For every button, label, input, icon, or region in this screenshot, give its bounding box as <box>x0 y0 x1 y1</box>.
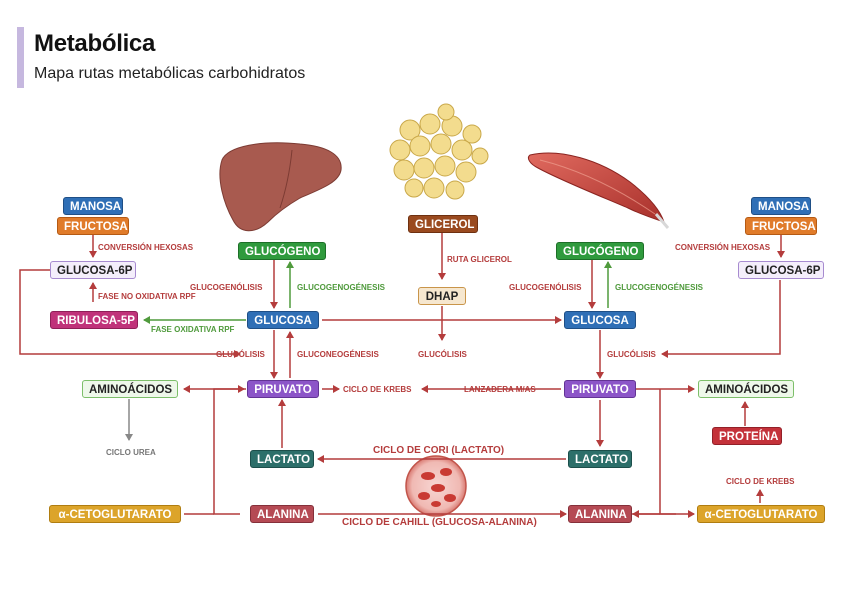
arrow-glucosa6p-glucolisis-right <box>661 280 781 358</box>
label-glucogenogenesis-right: GLUCOGENOGÉNESIS <box>615 283 704 292</box>
node-ribulosa5p: RIBULOSA-5P <box>50 311 138 329</box>
label-lanzadera: LANZADERA M/AS <box>464 385 536 394</box>
label-fase-no-oxidativa: FASE NO OXIDATIVA RPF <box>98 292 196 301</box>
label-ciclo-cori: CICLO DE CORI (LACTATO) <box>373 445 505 456</box>
label-ciclo-krebs-right: CICLO DE KREBS <box>726 477 795 486</box>
label-ciclo-urea: CICLO UREA <box>106 448 156 457</box>
node-aminoacidos-left: AMINOÁCIDOS <box>82 380 178 398</box>
node-manosa-right: MANOSA <box>751 197 811 215</box>
node-piruvato-left: PIRUVATO <box>247 380 319 398</box>
label-ciclo-krebs-center: CICLO DE KREBS <box>343 385 412 394</box>
label-ruta-glicerol: RUTA GLICEROL <box>447 255 512 264</box>
node-lactato-right: LACTATO <box>568 450 632 468</box>
title-accent-bar <box>17 27 24 88</box>
node-glucosa6p-right: GLUCOSA-6P <box>738 261 824 279</box>
node-aminoacidos-right: AMINOÁCIDOS <box>698 380 794 398</box>
node-alanina-left: ALANINA <box>250 505 314 523</box>
label-glucolisis-left: GLUCÓLISIS <box>216 350 265 359</box>
node-glucogeno-right: GLUCÓGENO <box>556 242 644 260</box>
blood-cells-icon <box>405 455 467 517</box>
label-conversion-hexosas-right: CONVERSIÓN HEXOSAS <box>675 243 771 252</box>
page-title: Metabólica <box>34 30 156 57</box>
label-glucolisis-center: GLUCÓLISIS <box>418 350 467 359</box>
arrow-glucosa6p-glucolisis-left <box>19 269 241 358</box>
adipose-tissue-icon <box>389 103 489 200</box>
muscle-icon <box>527 152 670 229</box>
page-subtitle: Mapa rutas metabólicas carbohidratos <box>34 65 306 82</box>
arrow-alanina-piruvato-left <box>213 385 245 515</box>
node-fructosa-left: FRUCTOSA <box>57 217 129 235</box>
label-glucolisis-right: GLUCÓLISIS <box>607 350 656 359</box>
label-glucogenolisis-left: GLUCOGENÓLISIS <box>190 283 263 292</box>
node-proteina: PROTEÍNA <box>712 427 782 445</box>
node-dhap: DHAP <box>418 287 466 305</box>
label-glucogenogenesis-left: GLUCOGENOGÉNESIS <box>297 283 386 292</box>
node-cetoglutarato-right: α-CETOGLUTARATO <box>697 505 825 523</box>
label-fase-oxidativa: FASE OXIDATIVA RPF <box>151 325 235 334</box>
node-glucosa6p-left: GLUCOSA-6P <box>50 261 136 279</box>
label-glucogenolisis-right: GLUCOGENÓLISIS <box>509 283 582 292</box>
liver-icon <box>219 142 342 232</box>
node-cetoglutarato-left: α-CETOGLUTARATO <box>49 505 181 523</box>
node-glucosa-left: GLUCOSA <box>247 311 319 329</box>
node-piruvato-right: PIRUVATO <box>564 380 636 398</box>
node-glicerol: GLICEROL <box>408 215 478 233</box>
node-glucogeno-left: GLUCÓGENO <box>238 242 326 260</box>
label-ciclo-cahill: CICLO DE CAHILL (GLUCOSA-ALANINA) <box>342 517 537 528</box>
label-conversion-hexosas-left: CONVERSIÓN HEXOSAS <box>98 243 194 252</box>
node-glucosa-right: GLUCOSA <box>564 311 636 329</box>
node-lactato-left: LACTATO <box>250 450 314 468</box>
node-manosa-left: MANOSA <box>63 197 123 215</box>
node-alanina-right: ALANINA <box>568 505 632 523</box>
arrow-piruvato-cetoglutarato-right <box>659 389 695 518</box>
node-fructosa-right: FRUCTOSA <box>745 217 817 235</box>
label-gluconeogenesis: GLUCONEOGÉNESIS <box>297 350 379 359</box>
